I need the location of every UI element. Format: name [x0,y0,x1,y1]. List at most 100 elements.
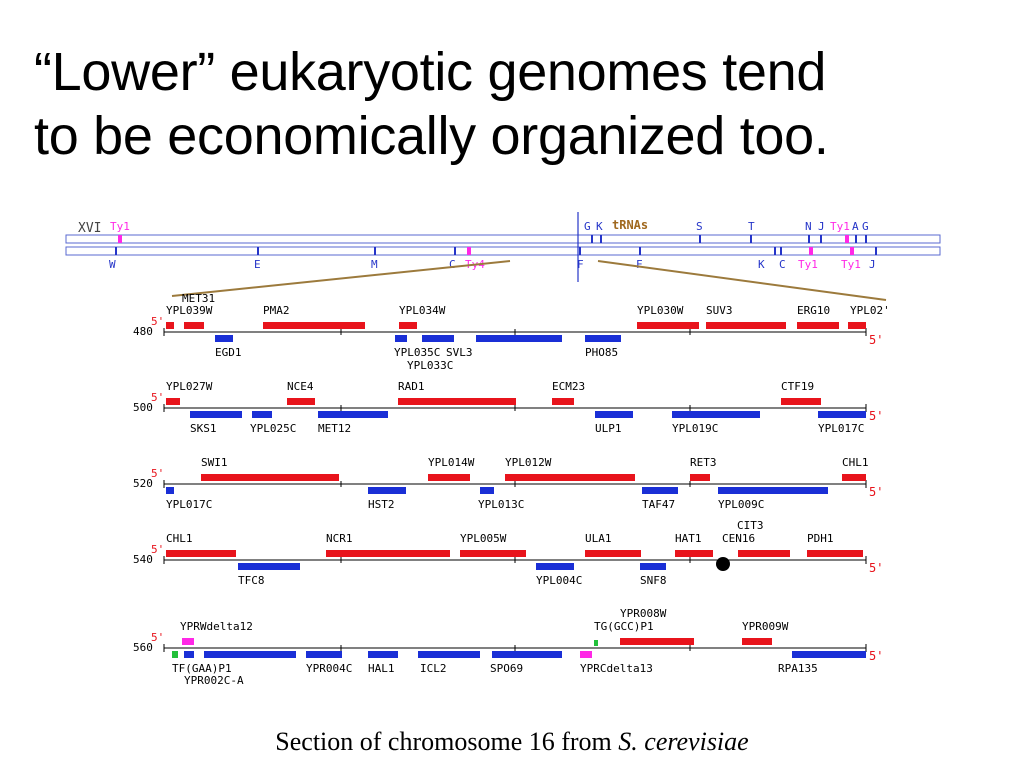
overview-bottom-label: C [449,258,456,271]
slide-title-line-2: to be economically organized too. [34,106,829,166]
overview-top-label: N [805,220,812,233]
gene-label-top: RET3 [690,456,717,469]
strand-5prime-left: 5' [151,543,164,556]
overview-top-tick [699,235,701,243]
gene-forward [585,550,641,557]
overview-top-label: K [596,220,603,233]
gene-label-bottom: YPL017C [818,422,864,435]
overview-bottom-label: F [577,258,584,271]
gene-reverse [215,335,233,342]
gene-reverse [480,487,494,494]
gene-label-top: NCE4 [287,380,314,393]
overview-top-tick [855,235,857,243]
gene-label-bottom: YPR004C [306,662,352,675]
gene-label-top: YPL005W [460,532,507,545]
gene-label-top: YPL034W [399,304,446,317]
gene-forward [742,638,772,645]
zoom-line-left [171,260,511,297]
trna-gene [594,640,598,646]
gene-reverse [252,411,272,418]
trnas-label: tRNAs [612,218,648,232]
gene-forward [637,322,699,329]
gene-label-top: HAT1 [675,532,702,545]
gene-forward [781,398,821,405]
strand-5prime-right: 5' [869,561,883,575]
gene-label-bottom: SKS1 [190,422,217,435]
kb-position-label: 480 [133,325,153,338]
gene-reverse [818,411,866,418]
gene-label-bottom: HAL1 [368,662,395,675]
overview-top-tick [600,235,602,243]
overview-top-tick [820,235,822,243]
gene-forward [166,322,174,329]
gene-label-top: YPR009W [742,620,789,633]
slide-title: “Lower” eukaryotic genomes tend to be ec… [34,40,994,168]
overview-bottom-tick [257,247,259,255]
overview-bottom-label: J [869,258,876,271]
gene-forward [201,474,339,481]
overview-bottom-tick [809,247,813,255]
gene-reverse [672,411,760,418]
strand-5prime-left: 5' [151,467,164,480]
gene-label-bottom: SNF8 [640,574,667,587]
gene-label-bottom: SVL3 [446,346,473,359]
gene-label-bottom: PHO85 [585,346,618,359]
gene-forward [706,322,786,329]
gene-forward [738,550,790,557]
gene-label-top: PDH1 [807,532,834,545]
chromosome-bar-top [65,234,941,244]
overview-bottom-label: Ty1 [841,258,861,271]
kb-position-label: 520 [133,477,153,490]
overview-top-label: Ty1 [830,220,850,233]
gene-label-top: CTF19 [781,380,814,393]
chromosome-overview: Ty1GKSTNJTy1AGXVItRNAsWEMCTy4FFKCTy1Ty1J [65,212,941,301]
gene-label-top: RAD1 [398,380,425,393]
overview-bottom-tick [780,247,782,255]
gene-label-top: CIT3 [737,519,764,532]
gene-label-top: ULA1 [585,532,612,545]
gene-label-bottom: YPL013C [478,498,524,511]
gene-reverse [585,335,621,342]
gene-reverse [368,487,406,494]
overview-top-tick [591,235,593,243]
gene-label-bottom: YPRCdelta13 [580,662,653,675]
gene-label-top: CHL1 [842,456,869,469]
gene-label-top: CEN16 [722,532,755,545]
gene-label-top: YPL02' [850,304,890,317]
gene-reverse [204,651,296,658]
strand-5prime-left: 5' [151,315,164,328]
gene-reverse [306,651,342,658]
gene-reverse [318,411,388,418]
overview-top-label: J [818,220,825,233]
gene-label-bottom: YPL033C [407,359,453,372]
zoom-line-right [597,260,887,301]
overview-top-tick [845,235,849,243]
gene-forward [399,322,417,329]
gene-reverse [172,651,178,658]
gene-label-top: YPL012W [505,456,552,469]
overview-top-label: A [852,220,859,233]
gene-forward [807,550,863,557]
gene-label-top: YPR008W [620,607,667,620]
gene-forward [620,638,694,645]
overview-bottom-tick [579,247,581,255]
gene-forward [675,550,713,557]
gene-forward [505,474,635,481]
caption-species: S. cerevisiae [618,727,749,756]
overview-top-label: T [748,220,755,233]
gene-reverse [190,411,242,418]
overview-bottom-label: C [779,258,786,271]
gene-label-bottom: EGD1 [215,346,242,359]
gene-reverse [395,335,407,342]
gene-label-bottom: TAF47 [642,498,675,511]
gene-forward [398,398,516,405]
gene-label-top: TG(GCC)P1 [594,620,654,633]
gene-label-bottom: TF(GAA)P1 [172,662,232,675]
gene-label-bottom: HST2 [368,498,395,511]
gene-forward [797,322,839,329]
gene-reverse [418,651,480,658]
